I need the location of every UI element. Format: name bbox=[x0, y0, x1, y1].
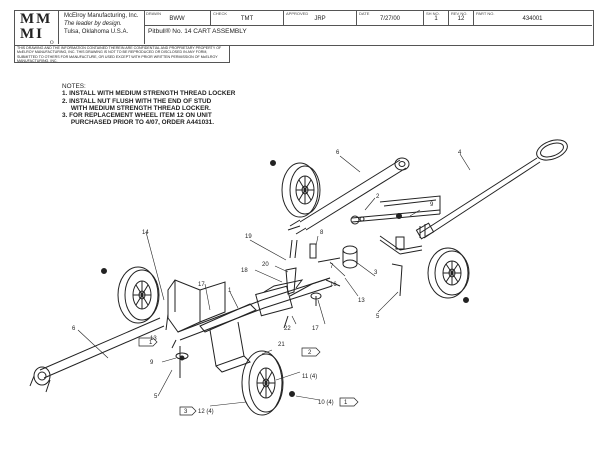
main-frame-tube bbox=[177, 277, 333, 341]
logo-line-2: MI bbox=[20, 26, 44, 42]
balloon-16: 16 bbox=[330, 282, 337, 288]
logo-mark: O bbox=[50, 41, 54, 46]
company-name: McElroy Manufacturing, Inc. bbox=[64, 13, 139, 19]
flag-2: 2 bbox=[308, 350, 312, 356]
balloon-9-upper: 9 bbox=[430, 202, 434, 208]
kingpin-parts bbox=[285, 225, 358, 306]
rev-value: 12 bbox=[457, 16, 465, 22]
note-line: 3. FOR REPLACEMENT WHEEL ITEM 12 ON UNIT bbox=[62, 112, 212, 120]
drawn-label: DRAWN bbox=[146, 11, 161, 16]
approved-label: APPROVED bbox=[286, 11, 309, 16]
flag-3: 3 bbox=[184, 409, 188, 415]
upper-axle-tube bbox=[289, 157, 410, 235]
balloon-11: 11 (4) bbox=[302, 374, 317, 380]
title-divider bbox=[144, 25, 592, 26]
balloon-21: 21 bbox=[278, 342, 285, 348]
bottom-wheel bbox=[241, 350, 284, 416]
drawing-title: Pitbull® No. 14 CART ASSEMBLY bbox=[148, 28, 247, 35]
balloon-10: 10 (4) bbox=[318, 400, 334, 406]
sheet-label: SH NO. bbox=[426, 11, 440, 16]
balloon-13-right: 13 bbox=[358, 298, 365, 304]
lower-axle-tube bbox=[29, 317, 165, 393]
drawn-value: BWW bbox=[169, 16, 185, 22]
note-line: WITH MEDIUM STRENGTH THREAD LOCKER. bbox=[62, 104, 211, 112]
balloon-3: 3 bbox=[374, 270, 378, 276]
company-logo: MM MI O bbox=[14, 10, 59, 46]
balloon-22: 22 bbox=[284, 326, 291, 332]
right-front-wheel bbox=[427, 247, 470, 299]
balloon-6-upper: 6 bbox=[336, 150, 340, 156]
balloon-20: 20 bbox=[262, 262, 269, 268]
balloon-5-left: 5 bbox=[154, 394, 158, 400]
balloon-19: 19 bbox=[245, 234, 252, 240]
upper-wheel bbox=[281, 162, 321, 218]
company-info: McElroy Manufacturing, Inc. The leader b… bbox=[60, 10, 145, 44]
company-location: Tulsa, Oklahoma U.S.A. bbox=[64, 29, 129, 35]
front-axle-assembly bbox=[350, 195, 441, 255]
note-line: PURCHASED PRIOR TO 4/07, ORDER A441031. bbox=[62, 119, 215, 127]
sheet-cell: SH NO. 1 bbox=[424, 10, 449, 25]
check-value: TMT bbox=[240, 16, 254, 22]
left-wheel bbox=[117, 266, 160, 324]
flag-1-right: 1 bbox=[344, 400, 348, 406]
confidentiality-notice: THIS DRAWING AND THE INFORMATION CONTAIN… bbox=[14, 45, 230, 63]
balloon-7: 7 bbox=[330, 264, 334, 270]
approved-cell: APPROVED JRP bbox=[284, 10, 357, 25]
date-cell: DATE 7/27/00 bbox=[357, 10, 424, 25]
rev-label: REV NO. bbox=[451, 11, 468, 16]
balloon-5-right: 5 bbox=[376, 314, 380, 320]
balloon-18: 18 bbox=[241, 268, 248, 274]
balloon-2: 2 bbox=[376, 194, 380, 200]
part-cell: PART NO. 434001 bbox=[474, 10, 591, 25]
note-line: 2. INSTALL NUT FLUSH WITH THE END OF STU… bbox=[62, 97, 212, 105]
date-label: DATE bbox=[359, 11, 370, 16]
tow-handle bbox=[415, 139, 568, 240]
balloon-8: 8 bbox=[320, 230, 324, 236]
drawn-cell: DRAWN BWW bbox=[144, 10, 211, 25]
balloon-6-lower: 6 bbox=[72, 326, 76, 332]
leader-lines bbox=[77, 153, 471, 407]
date-value: 7/27/00 bbox=[379, 16, 401, 22]
flag-1-left: 1 bbox=[149, 340, 153, 346]
approved-value: JRP bbox=[314, 16, 326, 22]
note-flags bbox=[138, 337, 359, 416]
balloon-1: 1 bbox=[228, 288, 232, 294]
balloon-4: 4 bbox=[458, 150, 462, 156]
balloon-9-lower: 9 bbox=[150, 360, 154, 366]
sheet-value: 1 bbox=[434, 16, 438, 22]
balloon-14: 14 bbox=[142, 230, 149, 236]
title-block bbox=[14, 10, 594, 46]
part-value: 434001 bbox=[522, 16, 543, 22]
note-line: 1. INSTALL WITH MEDIUM STRENGTH THREAD L… bbox=[62, 90, 236, 98]
balloon-12: 12 (4) bbox=[198, 409, 214, 415]
company-tagline: The leader by design. bbox=[64, 21, 122, 27]
left-frame-mount bbox=[167, 279, 251, 373]
notes-heading: NOTES: bbox=[62, 83, 86, 90]
balloon-13-left: 13 bbox=[150, 336, 157, 342]
logo-line-1: MM bbox=[20, 11, 53, 27]
check-cell: CHECK TMT bbox=[211, 10, 284, 25]
notes-block: NOTES: 1. INSTALL WITH MEDIUM STRENGTH T… bbox=[62, 83, 235, 127]
balloon-17-right: 17 bbox=[312, 326, 319, 332]
balloon-17-left: 17 bbox=[198, 282, 205, 288]
rev-cell: REV NO. 12 bbox=[449, 10, 474, 25]
part-label: PART NO. bbox=[476, 11, 495, 16]
check-label: CHECK bbox=[213, 11, 228, 16]
hex-nuts bbox=[101, 160, 469, 397]
